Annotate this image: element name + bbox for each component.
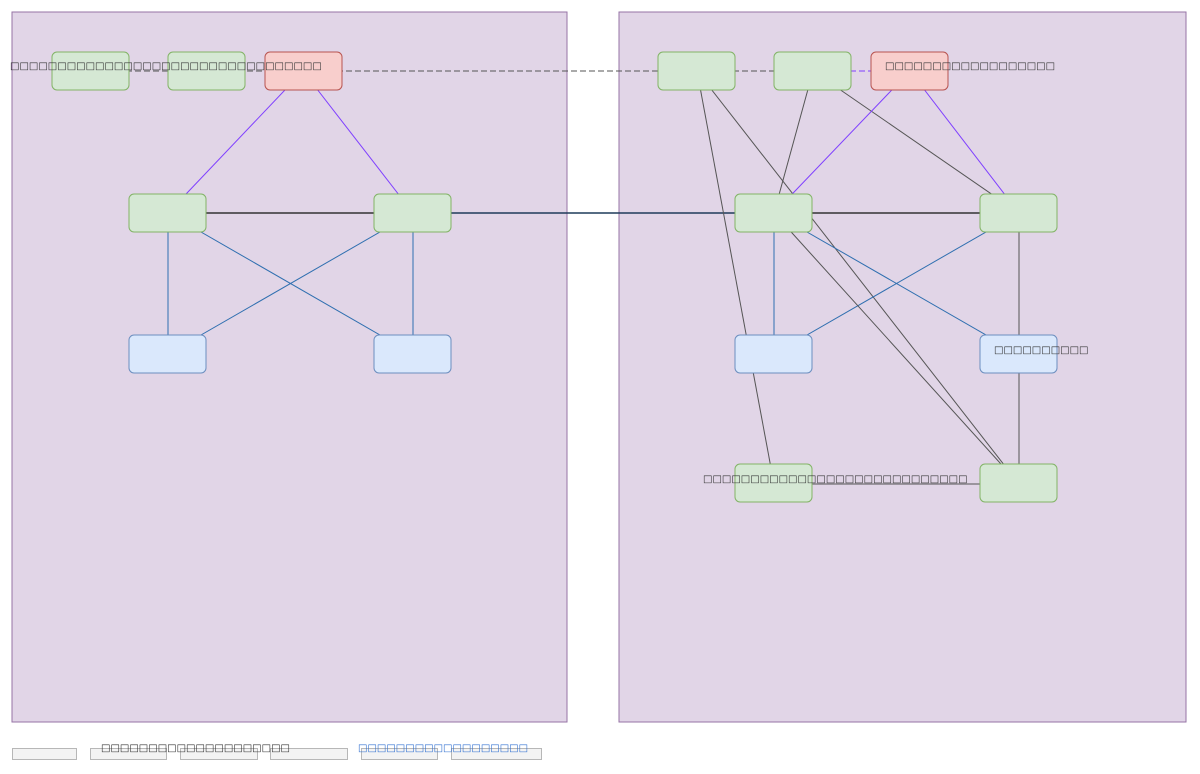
label-top-right-red: □□□□□□□□□□□□□□□□□□ xyxy=(885,61,1055,72)
edge-right-red-to-green1[interactable] xyxy=(773,70,911,214)
left-nodes xyxy=(51,51,452,374)
node-right-blue-1[interactable] xyxy=(734,334,813,374)
edge-right-mid-to-bottom-right[interactable] xyxy=(773,212,1020,485)
footer-tab-5[interactable] xyxy=(361,748,438,760)
left-container[interactable] xyxy=(11,11,568,723)
node-right-top-green-2[interactable] xyxy=(773,51,852,91)
node-left-top-green-1[interactable] xyxy=(51,51,130,91)
node-left-mid-green-1[interactable] xyxy=(128,193,207,233)
footer-tab-6[interactable] xyxy=(451,748,542,760)
node-left-top-red[interactable] xyxy=(264,51,343,91)
footer-tab-1[interactable] xyxy=(12,748,77,760)
edge-left-red-to-green2[interactable] xyxy=(302,70,414,214)
node-right-top-green-1[interactable] xyxy=(657,51,736,91)
footer-tab-label-2: □□□□□□□□□□□□□□□□□□□□ xyxy=(101,743,290,754)
node-left-blue-2[interactable] xyxy=(373,334,452,374)
node-right-bottom-green-2[interactable] xyxy=(979,463,1058,503)
right-container[interactable] xyxy=(618,11,1187,723)
footer-tab-label-5[interactable]: □□□□□□□□□□□□□□□□□□ xyxy=(358,743,529,754)
edge-right-green1-to-bottom-left[interactable] xyxy=(696,70,775,485)
node-right-mid-green-2[interactable] xyxy=(979,193,1058,233)
node-left-top-green-2[interactable] xyxy=(167,51,246,91)
node-left-blue-1[interactable] xyxy=(128,334,207,374)
right-nodes xyxy=(657,51,1058,503)
node-right-bottom-green-1[interactable] xyxy=(734,463,813,503)
edge-right-green2-to-mid[interactable] xyxy=(773,70,814,214)
edge-right-red-to-green2[interactable] xyxy=(909,70,1020,214)
label-top-left-edge: □□□□□□□□□□□□□□□□□□□□□□□□□□□□□□□□□ xyxy=(10,61,322,72)
node-right-mid-green-1[interactable] xyxy=(734,193,813,233)
node-right-blue-2[interactable] xyxy=(979,334,1058,374)
footer-tab-4[interactable] xyxy=(270,748,348,760)
footer-tab-3[interactable] xyxy=(180,748,258,760)
edge-right-green2-to-right[interactable] xyxy=(812,70,1020,214)
node-right-top-red[interactable] xyxy=(870,51,949,91)
node-left-mid-green-2[interactable] xyxy=(373,193,452,233)
edge-left-red-to-green1[interactable] xyxy=(167,70,304,214)
footer-tab-2[interactable] xyxy=(90,748,167,760)
labels: □□□□□□□□□□□□□□□□□□□□□□□□□□□□□□□□□ □□□□□□… xyxy=(10,61,1088,485)
label-right-blue: □□□□□□□□□□ xyxy=(994,345,1088,356)
edge-right-green1-to-bottom-right[interactable] xyxy=(696,70,1020,485)
edge-right-blue2-cross[interactable] xyxy=(773,212,1020,355)
label-bottom-left-edge: □□□□□□□□□□□□□□□□□□□□□□□□□□□□ xyxy=(703,474,968,485)
edge-left-blue2-cross[interactable] xyxy=(167,212,414,355)
